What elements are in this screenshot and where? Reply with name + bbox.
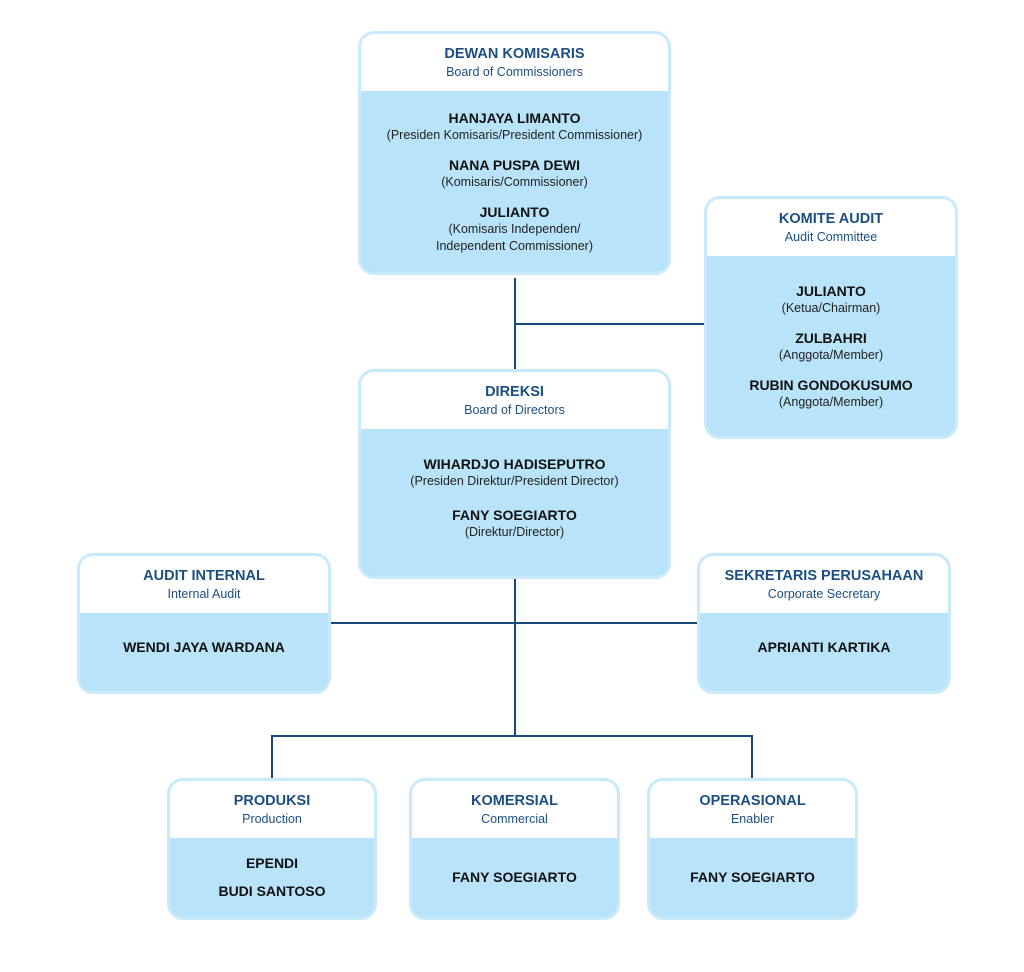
member-name: WENDI JAYA WARDANA: [123, 639, 285, 655]
member-role: (Ketua/Chairman): [781, 301, 881, 315]
directors-header: DIREKSI Board of Directors: [361, 372, 668, 429]
production-title: PRODUKSI: [233, 793, 311, 809]
member-name: FANY SOEGIARTO: [690, 869, 815, 885]
operations-subtitle: Enabler: [730, 812, 775, 826]
production-box: PRODUKSI Production EPENDI BUDI SANTOSO: [167, 778, 377, 920]
member-name: NANA PUSPA DEWI: [449, 157, 580, 173]
member-name: BUDI SANTOSO: [218, 883, 326, 899]
corporate-secretary-box: SEKRETARIS PERUSAHAAN Corporate Secretar…: [697, 553, 951, 694]
commissioners-box: DEWAN KOMISARIS Board of Commissioners H…: [358, 31, 671, 275]
audit-committee-box: KOMITE AUDIT Audit Committee JULIANTO (K…: [704, 196, 958, 439]
member-role: (Komisaris Independen/: [448, 222, 581, 236]
internal-audit-header: AUDIT INTERNAL Internal Audit: [80, 556, 328, 613]
audit-committee-subtitle: Audit Committee: [784, 230, 878, 244]
internal-audit-subtitle: Internal Audit: [167, 587, 241, 601]
member-role: Independent Commissioner): [435, 239, 594, 253]
member-name: WIHARDJO HADISEPUTRO: [423, 456, 606, 472]
member-name: FANY SOEGIARTO: [452, 507, 577, 523]
commercial-box: KOMERSIAL Commercial FANY SOEGIARTO: [409, 778, 620, 920]
directors-box: DIREKSI Board of Directors WIHARDJO HADI…: [358, 369, 671, 579]
commissioners-title: DEWAN KOMISARIS: [444, 46, 585, 62]
operations-title: OPERASIONAL: [699, 793, 806, 809]
commercial-members: FANY SOEGIARTO: [412, 838, 617, 886]
member-name: APRIANTI KARTIKA: [757, 639, 891, 655]
corporate-secretary-header: SEKRETARIS PERUSAHAAN Corporate Secretar…: [700, 556, 948, 613]
member-name: ZULBAHRI: [795, 330, 867, 346]
internal-audit-members: WENDI JAYA WARDANA: [80, 613, 328, 656]
operations-members: FANY SOEGIARTO: [650, 838, 855, 886]
commercial-header: KOMERSIAL Commercial: [412, 781, 617, 838]
operations-header: OPERASIONAL Enabler: [650, 781, 855, 838]
corporate-secretary-subtitle: Corporate Secretary: [767, 587, 881, 601]
member-name: FANY SOEGIARTO: [452, 869, 577, 885]
internal-audit-title: AUDIT INTERNAL: [143, 568, 265, 584]
member-name: JULIANTO: [479, 204, 550, 220]
member-role: (Direktur/Director): [464, 525, 565, 539]
commissioners-subtitle: Board of Commissioners: [446, 65, 583, 79]
member-role: (Anggota/Member): [778, 395, 884, 409]
member-name: JULIANTO: [796, 283, 866, 299]
internal-audit-box: AUDIT INTERNAL Internal Audit WENDI JAYA…: [77, 553, 331, 694]
corporate-secretary-title: SEKRETARIS PERUSAHAAN: [724, 568, 924, 584]
member-role: (Anggota/Member): [778, 348, 884, 362]
production-members: EPENDI BUDI SANTOSO: [170, 838, 374, 900]
corporate-secretary-members: APRIANTI KARTIKA: [700, 613, 948, 656]
production-subtitle: Production: [242, 812, 302, 826]
member-role: (Presiden Direktur/President Director): [410, 474, 619, 488]
member-name: RUBIN GONDOKUSUMO: [749, 377, 913, 393]
member-name: EPENDI: [245, 855, 299, 871]
production-header: PRODUKSI Production: [170, 781, 374, 838]
operations-box: OPERASIONAL Enabler FANY SOEGIARTO: [647, 778, 858, 920]
commissioners-header: DEWAN KOMISARIS Board of Commissioners: [361, 34, 668, 91]
member-role: (Presiden Komisaris/President Commission…: [386, 128, 643, 142]
directors-title: DIREKSI: [485, 384, 544, 400]
audit-committee-members: JULIANTO (Ketua/Chairman) ZULBAHRI (Angg…: [707, 256, 955, 411]
member-role: (Komisaris/Commissioner): [441, 175, 588, 189]
member-name: HANJAYA LIMANTO: [448, 110, 581, 126]
commercial-subtitle: Commercial: [481, 812, 548, 826]
audit-committee-title: KOMITE AUDIT: [778, 211, 884, 227]
commercial-title: KOMERSIAL: [471, 793, 558, 809]
commissioners-members: HANJAYA LIMANTO (Presiden Komisaris/Pres…: [361, 91, 668, 255]
audit-committee-header: KOMITE AUDIT Audit Committee: [707, 199, 955, 256]
directors-subtitle: Board of Directors: [464, 403, 565, 417]
directors-members: WIHARDJO HADISEPUTRO (Presiden Direktur/…: [361, 429, 668, 541]
